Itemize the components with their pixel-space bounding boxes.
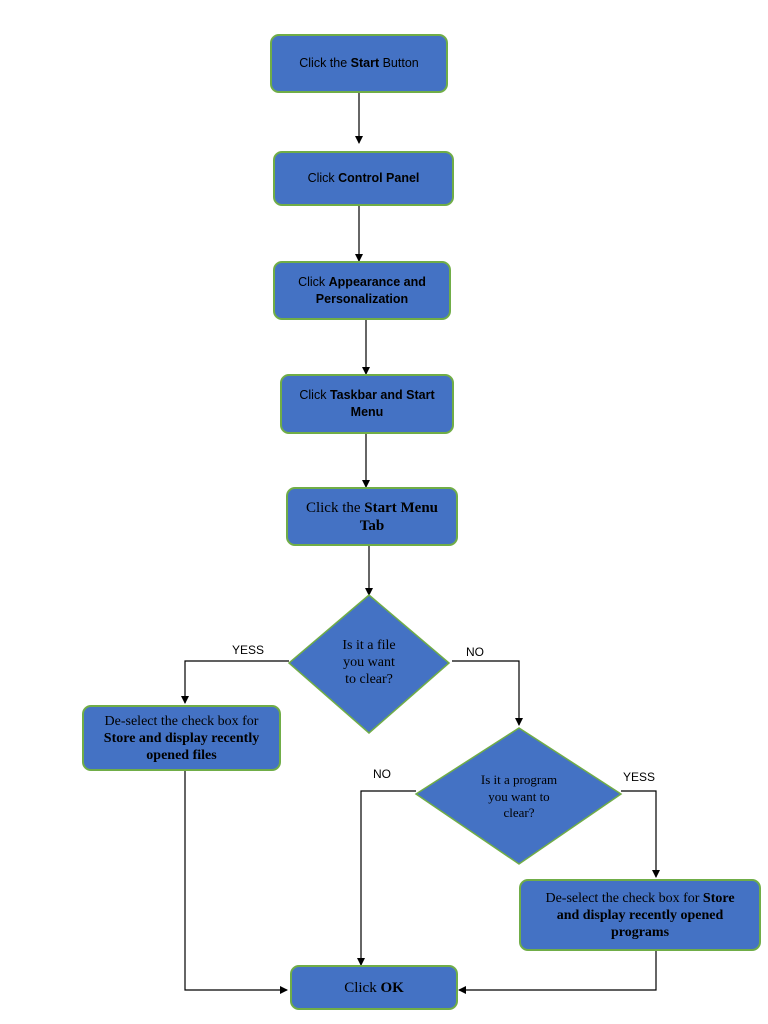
step-click-control-panel: Click Control Panel	[273, 151, 454, 206]
arrow-files-to-ok	[184, 770, 288, 994]
decision-file-text: Is it a file you want to clear?	[342, 638, 396, 687]
step-label: Click Control Panel	[307, 171, 420, 185]
arrow-file-no	[452, 660, 523, 726]
decision-program-text: Is it a program you want to clear?	[480, 772, 558, 820]
decision-diamond-program	[414, 727, 623, 865]
step-label: Click the Start Button	[299, 56, 419, 70]
label-program-no: NO	[373, 767, 391, 781]
arrow-program-yes	[621, 790, 660, 878]
arrow-file-yes	[181, 660, 289, 704]
label-file-no: NO	[466, 645, 484, 659]
action-label: Click OK	[344, 979, 404, 996]
label-program-yes: YESS	[623, 770, 656, 784]
arrow-programs-to-ok	[458, 950, 657, 994]
label-file-yes: YESS	[232, 643, 265, 657]
decision-diamond-file	[287, 594, 451, 734]
action-click-ok: Click OK	[290, 965, 458, 1010]
step-click-start-button: Click the Start Button	[270, 34, 448, 93]
arrow-program-no	[357, 790, 416, 966]
